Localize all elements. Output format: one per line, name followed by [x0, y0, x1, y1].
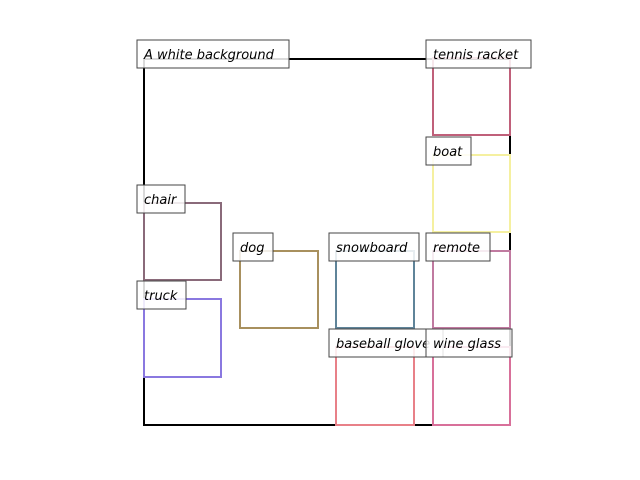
truck-label: truck: [136, 280, 187, 310]
dog-box: [239, 250, 319, 329]
remote-label: remote: [425, 232, 491, 262]
baseball-glove-label: baseball glove: [328, 328, 444, 358]
svg-text:tennis racket: tennis racket: [433, 48, 519, 63]
frame-label: A white background: [136, 39, 290, 69]
svg-text:dog: dog: [240, 241, 264, 256]
svg-text:boat: boat: [433, 145, 463, 160]
wine-glass-label: wine glass: [425, 328, 513, 358]
svg-text:chair: chair: [144, 193, 178, 208]
svg-text:snowboard: snowboard: [336, 241, 408, 256]
svg-text:truck: truck: [144, 289, 178, 304]
tennis-racket-label: tennis racket: [425, 39, 532, 69]
svg-text:baseball glove: baseball glove: [336, 337, 430, 352]
chair-label: chair: [136, 184, 186, 214]
svg-text:wine glass: wine glass: [433, 337, 501, 352]
snowboard-label: snowboard: [328, 232, 420, 262]
boat-label: boat: [425, 136, 472, 166]
svg-text:A white background: A white background: [143, 48, 275, 63]
dog-label: dog: [232, 232, 274, 262]
svg-text:remote: remote: [433, 241, 480, 256]
